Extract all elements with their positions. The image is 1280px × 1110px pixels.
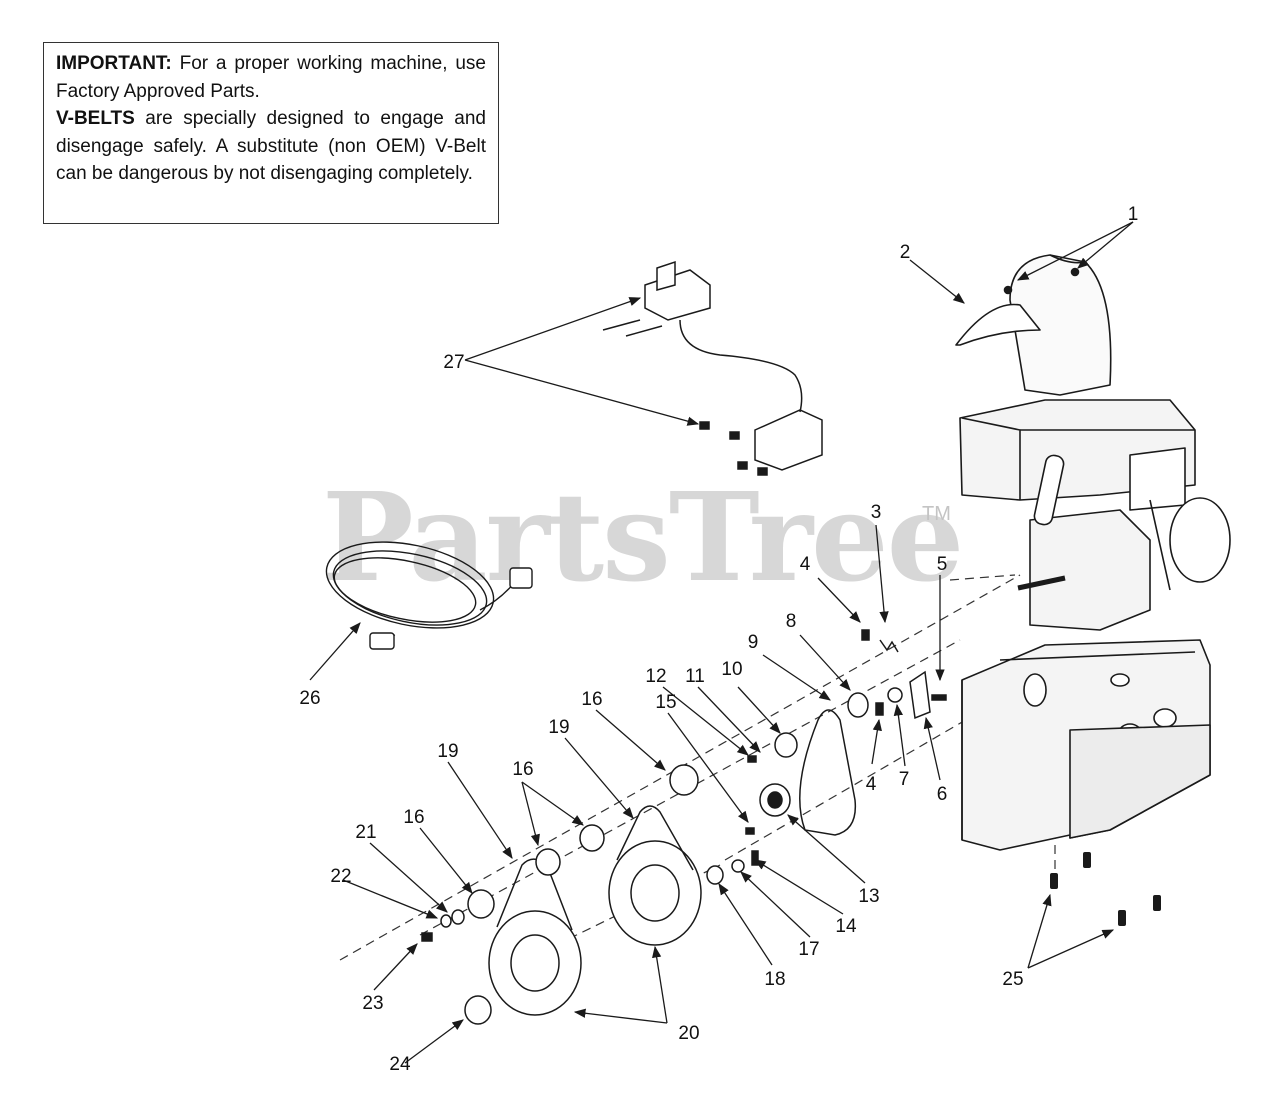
callout-21: 21 <box>355 822 376 843</box>
callout-19b: 19 <box>437 741 458 762</box>
nut-15 <box>745 827 755 835</box>
callout-12: 12 <box>645 666 666 687</box>
bolt-5 <box>931 694 947 701</box>
callout-27: 27 <box>443 352 464 373</box>
engine-assembly <box>955 254 1231 851</box>
callout-4a: 4 <box>800 554 811 575</box>
callout-23: 23 <box>362 993 383 1014</box>
partstree-watermark: PartsTree <box>322 465 964 609</box>
bracket-6 <box>909 670 931 720</box>
important-label: IMPORTANT: <box>56 53 172 74</box>
callout-11: 11 <box>685 666 705 687</box>
callout-7: 7 <box>899 769 910 790</box>
callout-17: 17 <box>798 939 819 960</box>
callout-20: 20 <box>678 1023 699 1044</box>
important-notice: IMPORTANT: For a proper working machine,… <box>43 42 499 224</box>
washer-17 <box>731 859 745 873</box>
part-10 <box>774 732 798 758</box>
callout-19a: 19 <box>548 717 569 738</box>
bolt-4b <box>875 702 884 716</box>
callout-6: 6 <box>937 784 948 805</box>
drive-belt-upper <box>616 805 694 871</box>
callout-16c: 16 <box>403 807 424 828</box>
trademark-mark: TM <box>922 503 951 525</box>
large-pulley-front-hub <box>510 934 560 992</box>
callout-26: 26 <box>299 688 320 709</box>
washer-18 <box>706 865 724 885</box>
callout-4b: 4 <box>866 774 877 795</box>
callout-labels: 1 2 3 4 5 8 9 10 11 12 16 15 19 4 7 6 16… <box>299 204 1138 1075</box>
washer-16b <box>535 848 561 876</box>
housing-screws <box>1050 852 1161 926</box>
callout-15: 15 <box>655 692 676 713</box>
bolt-12 <box>747 755 757 763</box>
washer-21 <box>451 909 465 925</box>
pulley-belt-hardware <box>421 629 947 1025</box>
callout-22: 22 <box>330 866 351 887</box>
electric-starter-assembly <box>602 260 823 476</box>
callout-8: 8 <box>786 611 797 632</box>
callout-16b: 16 <box>512 759 533 780</box>
callout-24: 24 <box>389 1054 411 1075</box>
washer-24 <box>464 995 492 1025</box>
bolt-4a <box>861 629 870 641</box>
important-text: For a proper working machine, use Factor… <box>56 53 486 102</box>
vbelts-text: are specially designed to engage and dis… <box>56 108 486 184</box>
callout-2: 2 <box>900 242 911 263</box>
power-cord <box>325 541 533 650</box>
washer-16d <box>669 764 699 796</box>
washer-22 <box>440 914 452 928</box>
callout-25: 25 <box>1002 969 1023 990</box>
leader-lines <box>309 221 1134 1064</box>
callout-18: 18 <box>764 969 785 990</box>
vbelts-label: V-BELTS <box>56 108 135 129</box>
callout-3: 3 <box>871 502 882 523</box>
callout-9: 9 <box>748 632 759 653</box>
washer-16a <box>467 889 495 919</box>
large-pulley-rear-hub <box>630 864 680 922</box>
washer-8 <box>847 692 869 718</box>
callout-10: 10 <box>721 659 742 680</box>
auger-belt <box>799 709 857 836</box>
spring-3 <box>879 639 899 653</box>
callout-1: 1 <box>1128 204 1139 225</box>
callout-14: 14 <box>835 916 857 937</box>
bolt-14 <box>751 850 759 866</box>
callout-5: 5 <box>937 554 948 575</box>
callout-16a: 16 <box>581 689 602 710</box>
washer-16c <box>579 824 605 852</box>
callout-13: 13 <box>858 886 879 907</box>
bolt-23 <box>421 932 433 942</box>
washer-7 <box>887 687 903 703</box>
